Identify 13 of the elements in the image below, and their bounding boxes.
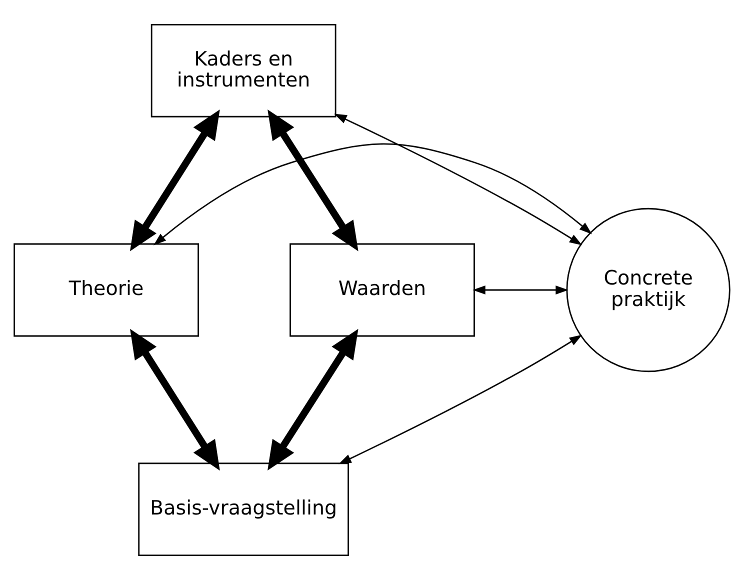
node-box: Theorie — [14, 243, 199, 337]
arrow — [268, 328, 358, 471]
arrow — [338, 334, 582, 464]
node-box: Waarden — [290, 243, 475, 337]
node-circle: Concrete praktijk — [566, 208, 730, 372]
node-box: Basis-vraagstelling — [138, 462, 349, 556]
node-box: Kaders en instrumenten — [150, 24, 336, 118]
arrow — [268, 110, 358, 252]
arrow — [472, 286, 568, 294]
arrow — [154, 143, 592, 246]
arrow — [130, 328, 220, 471]
arrow — [334, 114, 582, 246]
arrow — [130, 109, 220, 252]
